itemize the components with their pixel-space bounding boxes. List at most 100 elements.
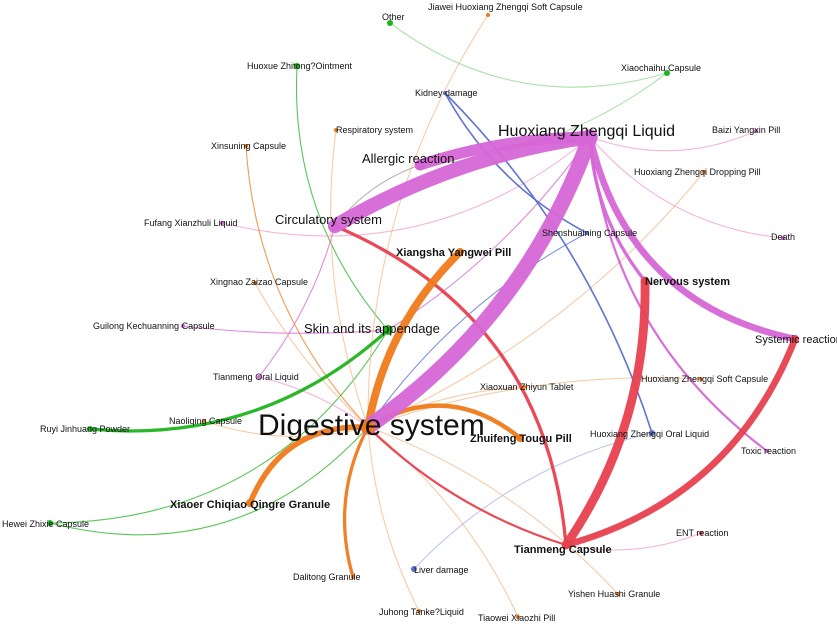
node-label-allergic: Allergic reaction: [362, 151, 455, 166]
node-label-death: Death: [771, 232, 795, 242]
node-label-dalitong: Dalitong Granule: [293, 572, 361, 582]
node-label-baizi: Baizi Yangxin Pill: [712, 125, 780, 135]
node-label-systemic: Systemic reaction: [755, 334, 837, 346]
node-label-huoxue: Huoxue Zhitong?Ointment: [247, 61, 353, 71]
node-ent[interactable]: [699, 531, 703, 535]
node-label-jiawei: Jiawei Huoxiang Zhengqi Soft Capsule: [428, 2, 583, 12]
edge-shenshuaining-digestive: [367, 232, 588, 428]
edge-fufang-huoxiang_liquid: [221, 136, 591, 237]
edge-guilong-skin: [182, 325, 389, 334]
edge-dalitong-digestive: [342, 425, 370, 579]
edge-other-xiaochaihu: [389, 22, 668, 88]
node-label-nervous: Nervous system: [645, 276, 730, 288]
node-xiangsha[interactable]: [456, 248, 464, 256]
edge-respiratory-digestive: [330, 129, 369, 428]
node-huoxiang_liquid[interactable]: [584, 131, 596, 143]
node-label-other: Other: [382, 12, 405, 22]
edge-tianmeng_capsule-circulatory: [333, 224, 568, 547]
node-label-tianmeng_oral: Tianmeng Oral Liquid: [213, 372, 299, 382]
node-allergic[interactable]: [415, 160, 425, 170]
node-label-shenshuaining: Shenshuaining Capsule: [542, 228, 637, 238]
node-tianmeng_oral[interactable]: [257, 375, 261, 379]
node-label-xingnao: Xingnao Zaizao Capsule: [210, 277, 308, 287]
node-ruyi[interactable]: [87, 426, 93, 432]
edge-tianmeng_oral-digestive: [258, 376, 369, 428]
edge-tiaowei-digestive: [367, 426, 519, 618]
edge-tianmeng_capsule-systemic: [562, 335, 799, 549]
node-label-liver: Liver damage: [414, 565, 469, 575]
node-shenshuaining[interactable]: [585, 231, 589, 235]
node-dalitong[interactable]: [351, 575, 355, 579]
node-naoliqing[interactable]: [202, 419, 206, 423]
node-respiratory[interactable]: [334, 128, 338, 132]
node-label-naoliqing: Naoliqing Capsule: [169, 416, 242, 426]
node-label-skin: Skin and its appendage: [304, 321, 440, 336]
node-soft_capsule[interactable]: [699, 377, 703, 381]
node-label-ruyi: Ruyi Jinhuang Powder: [40, 424, 130, 434]
edge-baizi-huoxiang_liquid: [589, 130, 757, 152]
node-kidney[interactable]: [443, 91, 447, 95]
node-liver[interactable]: [411, 566, 417, 572]
node-nervous[interactable]: [641, 277, 649, 285]
node-xinsuning[interactable]: [244, 144, 248, 148]
node-death[interactable]: [781, 236, 785, 240]
node-oral_liquid[interactable]: [649, 430, 655, 436]
node-circulatory[interactable]: [331, 222, 339, 230]
node-label-circulatory: Circulatory system: [275, 212, 382, 227]
node-label-dropping: Huoxiang Zhengqi Dropping Pill: [634, 167, 761, 177]
node-label-soft_capsule: Huoxiang Zhengqi Soft Capsule: [641, 374, 768, 384]
node-xingnao[interactable]: [253, 281, 257, 285]
edge-juhong-digestive: [367, 426, 420, 612]
edge-naoliqing-digestive: [203, 420, 369, 438]
node-xiaoxuan[interactable]: [522, 385, 526, 389]
edge-huoxiang_liquid-circulatory: [327, 129, 598, 234]
edge-yishen-digestive: [367, 426, 619, 595]
node-label-toxic: Toxic reaction: [741, 446, 796, 456]
edges-layer: [49, 14, 799, 618]
node-label-digestive: Digestive system: [258, 409, 485, 442]
node-label-zhuifeng: Zhuifeng Tougu Pill: [470, 433, 572, 445]
node-jiawei[interactable]: [486, 13, 490, 17]
nodes-layer: [47, 13, 799, 619]
node-label-xiaochaihu: Xiaochaihu Capsule: [621, 63, 701, 73]
node-label-huoxiang_liquid: Huoxiang Zhengqi Liquid: [498, 123, 675, 140]
node-label-tianmeng_capsule: Tianmeng Capsule: [514, 544, 612, 556]
node-huoxue[interactable]: [294, 63, 300, 69]
edge-ruyi-skin: [88, 328, 390, 433]
node-yishen[interactable]: [616, 592, 620, 596]
node-label-fufang: Fufang Xianzhuli Liquid: [144, 218, 238, 228]
edge-dropping-digestive: [367, 171, 705, 428]
edge-xinsuning-digestive: [245, 145, 369, 428]
node-guilong[interactable]: [181, 324, 185, 328]
node-dropping[interactable]: [702, 170, 706, 174]
node-label-juhong: Juhong Tanke?Liquid: [379, 607, 464, 617]
node-label-yishen: Yishen Huashi Granule: [568, 589, 660, 599]
node-digestive[interactable]: [361, 420, 375, 434]
node-systemic[interactable]: [791, 335, 799, 343]
node-xiaoer[interactable]: [246, 499, 254, 507]
node-xiaochaihu[interactable]: [664, 70, 670, 76]
node-juhong[interactable]: [417, 609, 421, 613]
edge-ent-tianmeng_capsule: [565, 532, 702, 551]
edge-huoxiang_liquid-skin: [387, 136, 591, 331]
edge-xiangsha-digestive: [364, 248, 464, 431]
node-label-ent: ENT reaction: [676, 528, 728, 538]
node-label-xiaoer: Xiaoer Chiqiao Qingre Granule: [170, 499, 330, 511]
node-tiaowei[interactable]: [516, 615, 520, 619]
edge-soft_capsule-digestive: [367, 377, 702, 428]
node-other[interactable]: [387, 20, 393, 26]
node-label-xinsuning: Xinsuning Capsule: [211, 141, 286, 151]
node-toxic[interactable]: [765, 449, 769, 453]
node-zhuifeng[interactable]: [516, 434, 524, 442]
node-fufang[interactable]: [220, 221, 224, 225]
node-baizi[interactable]: [754, 129, 758, 133]
edge-hewei-digestive: [49, 426, 369, 536]
node-skin[interactable]: [383, 325, 393, 335]
node-hewei[interactable]: [47, 520, 53, 526]
edge-xiaoer-digestive: [247, 424, 371, 506]
node-tianmeng_capsule[interactable]: [562, 541, 570, 549]
node-label-kidney: Kidney damage: [415, 88, 478, 98]
edge-tianmeng_capsule-digestive: [366, 425, 568, 547]
